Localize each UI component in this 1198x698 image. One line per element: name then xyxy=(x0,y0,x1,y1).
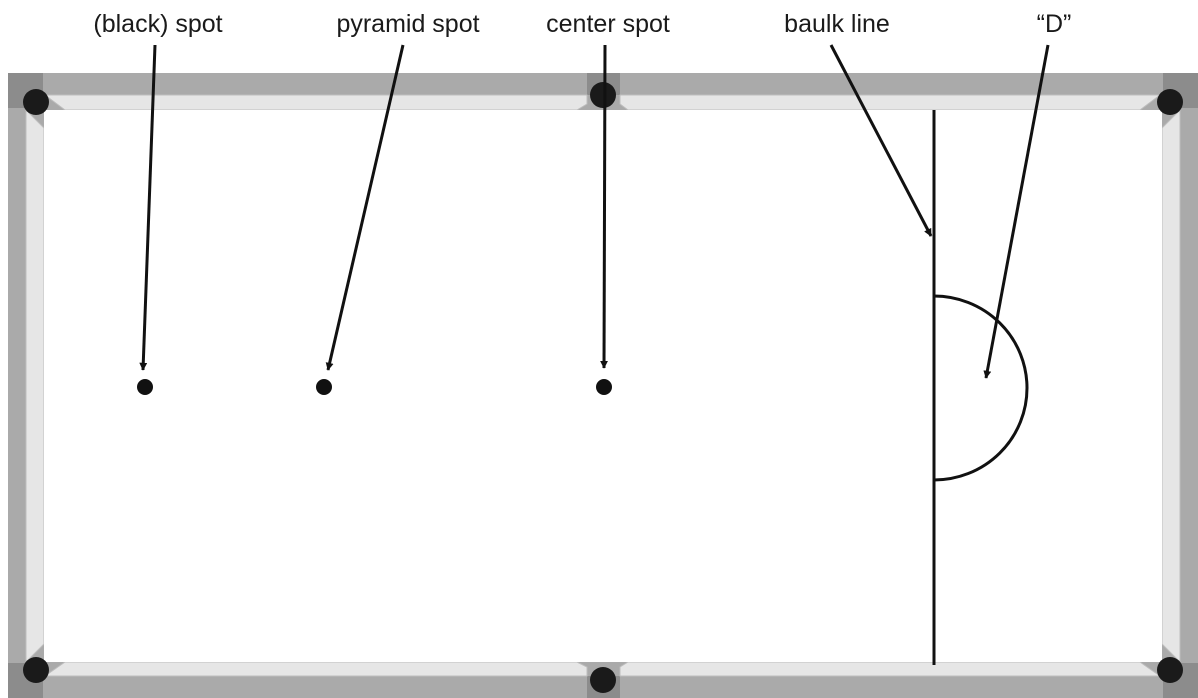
arrow-pyramid-spot xyxy=(325,44,405,371)
pocket-top-middle xyxy=(590,82,616,108)
d-semicircle xyxy=(933,294,1029,482)
label-d: “D” xyxy=(1036,10,1072,38)
pocket-top-right xyxy=(1157,89,1183,115)
black-spot xyxy=(137,379,153,395)
cushion-bottom-left xyxy=(43,661,588,677)
cushion-bottom-right xyxy=(619,661,1162,677)
arrow-center-spot xyxy=(600,44,609,369)
label-black-spot: (black) spot xyxy=(93,10,223,38)
arrow-black-spot xyxy=(139,44,157,371)
cushion-top-left xyxy=(43,94,588,111)
pocket-bottom-middle xyxy=(590,667,616,693)
label-center-spot: center spot xyxy=(546,10,670,38)
label-baulk-line: baulk line xyxy=(784,10,890,38)
cushion-top-right xyxy=(619,94,1162,111)
pyramid-spot xyxy=(316,379,332,395)
pocket-bottom-left xyxy=(23,657,49,683)
cushion-right xyxy=(1161,108,1181,664)
cushion-left xyxy=(25,108,45,664)
pocket-bottom-right xyxy=(1157,657,1183,683)
center-spot xyxy=(596,379,612,395)
arrow-d xyxy=(983,44,1050,379)
label-pyramid-spot: pyramid spot xyxy=(336,10,480,38)
pocket-top-left xyxy=(23,89,49,115)
arrow-baulk-line xyxy=(829,44,933,237)
